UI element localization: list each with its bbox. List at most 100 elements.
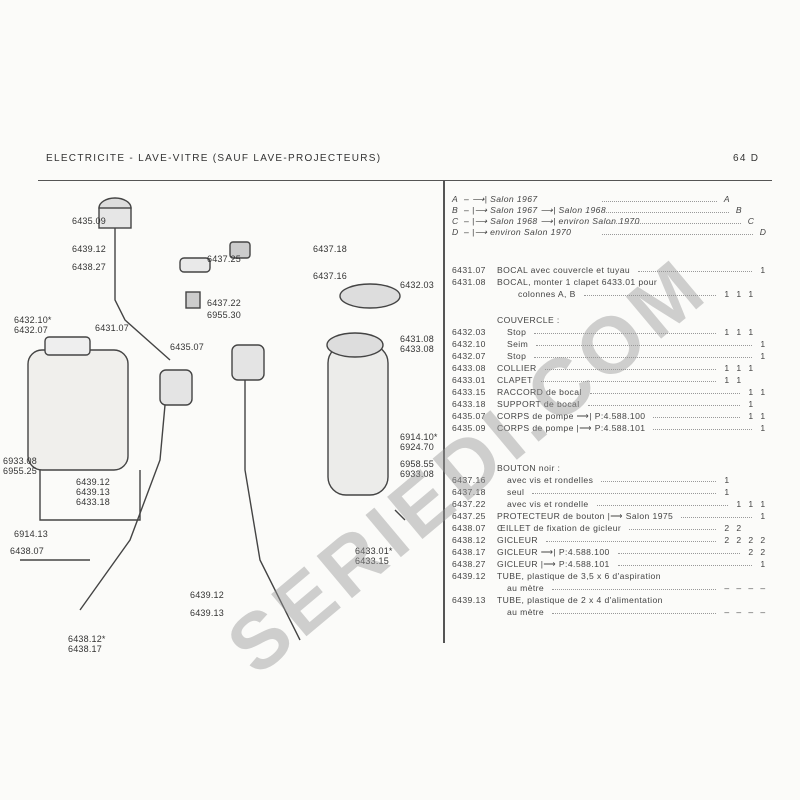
part-code: 6435.09 — [452, 423, 486, 433]
part-description: Seim — [507, 339, 529, 349]
part-description: CORPS de pompe |⟶ P:4.588.101 — [497, 423, 646, 433]
part-description: TUBE, plastique de 3,5 x 6 d'aspiration — [497, 571, 661, 581]
diagram-label: 6435.09 — [72, 216, 106, 226]
leader-dots — [534, 357, 752, 358]
legend-code: B — [452, 205, 459, 215]
diagram-label: 6924.70 — [400, 442, 434, 452]
leader-dots — [681, 517, 752, 518]
diagram-label: 6439.13 — [190, 608, 224, 618]
legend-code: D — [452, 227, 459, 237]
leader-dots — [653, 417, 740, 418]
quantity-cell: 1 — [760, 511, 766, 521]
diagram-label: 6438.17 — [68, 644, 102, 654]
quantity-cell: 2 — [724, 535, 730, 545]
quantity-cell: 1 — [760, 499, 766, 509]
leader-dots — [602, 223, 741, 224]
part-description: RACCORD de bocal — [497, 387, 582, 397]
page-number: 64 D — [733, 153, 760, 164]
part-code: 6437.16 — [452, 475, 486, 485]
part-description: GICLEUR |⟶ P:4.588.101 — [497, 559, 610, 569]
quantity-cell: – — [748, 583, 754, 593]
part-description: CLAPET — [497, 375, 533, 385]
diagram-label: 6433.18 — [76, 497, 110, 507]
leader-dots — [536, 345, 752, 346]
part-description: seul — [507, 487, 525, 497]
part-description: au mètre — [507, 583, 545, 593]
leader-dots — [653, 429, 752, 430]
diagram-label: 6955.30 — [207, 310, 241, 320]
part-code: 6438.07 — [452, 523, 486, 533]
diagram-label: 6439.12 — [72, 244, 106, 254]
quantity-cell: 2 — [736, 535, 742, 545]
leader-dots — [552, 613, 716, 614]
diagram-label: 6438.12* — [68, 634, 106, 644]
part-description: PROTECTEUR de bouton |⟶ Salon 1975 — [497, 511, 674, 521]
part-code: 6433.15 — [452, 387, 486, 397]
diagram-label: 6439.12 — [76, 477, 110, 487]
diagram-label: 6933.08 — [400, 469, 434, 479]
legend-text: – |⟶ environ Salon 1970 — [464, 227, 572, 237]
part-description: avec vis et rondelles — [507, 475, 594, 485]
leader-dots — [597, 505, 728, 506]
part-code: 6437.18 — [452, 487, 486, 497]
leader-dots — [588, 405, 740, 406]
leader-dots — [541, 381, 716, 382]
part-code: 6432.07 — [452, 351, 486, 361]
diagram-label: 6432.03 — [400, 280, 434, 290]
quantity-cell: 1 — [748, 387, 754, 397]
quantity-cell: 1 — [724, 327, 730, 337]
quantity-cell: 1 — [736, 499, 742, 509]
part-description: au mètre — [507, 607, 545, 617]
part-description: avec vis et rondelle — [507, 499, 589, 509]
quantity-cell: 1 — [736, 289, 742, 299]
legend-text: – |⟶ Salon 1968 ⟶| environ Salon 1970 — [464, 216, 640, 226]
diagram-label: 6433.15 — [355, 556, 389, 566]
part-description: GICLEUR — [497, 535, 539, 545]
part-row: au mètre–––– — [452, 582, 772, 594]
quantity-cell: 1 — [760, 423, 766, 433]
part-code: 6433.18 — [452, 399, 486, 409]
diagram-label: 6437.25 — [207, 254, 241, 264]
part-description: BOCAL avec couvercle et tuyau — [497, 265, 631, 275]
diagram-label: 6432.10* — [14, 315, 52, 325]
part-code: 6432.10 — [452, 339, 486, 349]
diagram-label: 6433.08 — [400, 344, 434, 354]
legend-text: – ⟶| Salon 1967 — [464, 194, 538, 204]
quantity-cell: 1 — [760, 411, 766, 421]
diagram-label: 6438.27 — [72, 262, 106, 272]
quantity-cell: 2 — [760, 547, 766, 557]
part-description: Stop — [507, 327, 527, 337]
leader-dots — [602, 212, 729, 213]
leader-dots — [618, 565, 752, 566]
part-code: 6431.07 — [452, 265, 486, 275]
diagram-label: 6439.13 — [76, 487, 110, 497]
diagram-label: 6958.55 — [400, 459, 434, 469]
quantity-cell: – — [748, 607, 754, 617]
quantity-cell: 1 — [760, 351, 766, 361]
part-description: BOCAL, monter 1 clapet 6433.01 pour — [497, 277, 658, 287]
part-row: 6435.09 CORPS de pompe |⟶ P:4.588.101 1 — [452, 422, 772, 434]
part-description: BOUTON noir : — [497, 463, 561, 473]
leader-dots — [534, 333, 716, 334]
column-divider — [443, 181, 445, 643]
diagram-label: 6431.07 — [95, 323, 129, 333]
quantity-cell: 2 — [748, 535, 754, 545]
diagram-label: 6437.16 — [313, 271, 347, 281]
quantity-cell: 1 — [748, 289, 754, 299]
diagram-label: 6435.07 — [170, 342, 204, 352]
part-code: 6438.17 — [452, 547, 486, 557]
